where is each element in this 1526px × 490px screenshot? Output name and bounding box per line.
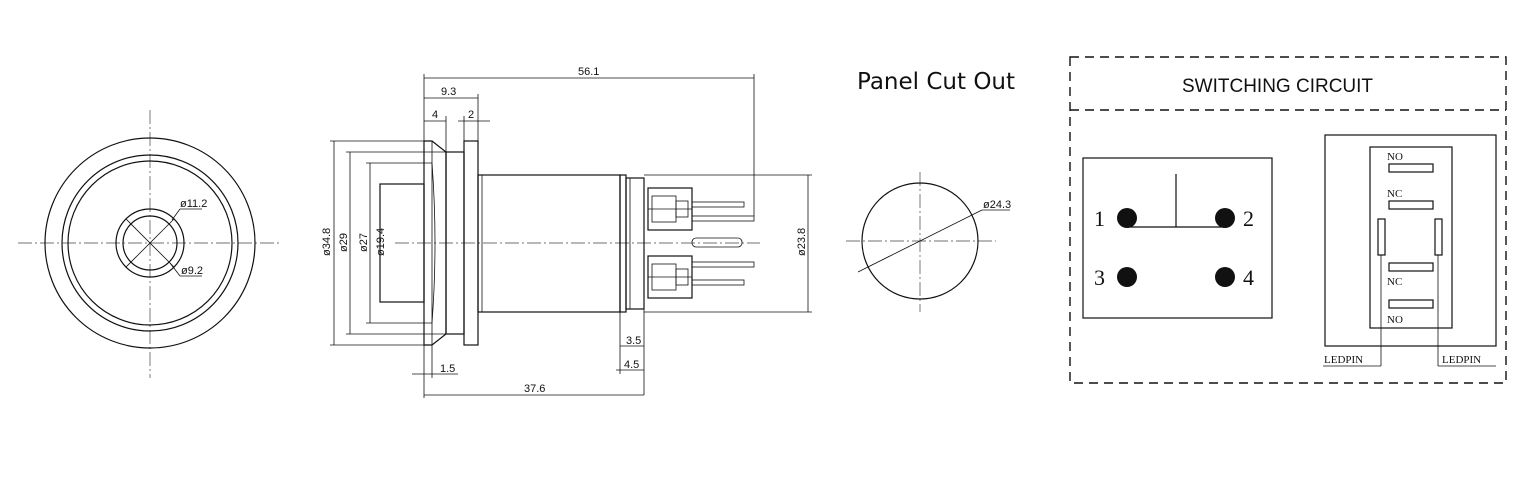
circuit-title: SWITCHING CIRCUIT xyxy=(1182,76,1373,97)
led-terminal-left xyxy=(1377,218,1386,256)
led-label-right: LEDPIN xyxy=(1442,354,1481,366)
circuit-frame xyxy=(1069,56,1507,384)
dim-label-23-8: ø23.8 xyxy=(796,228,808,256)
dim-label-37-6: 37.6 xyxy=(524,383,545,395)
dim-label-29: ø29 xyxy=(338,233,350,252)
dim-label-9-2: ø9.2 xyxy=(181,265,203,277)
cutout-circle xyxy=(861,182,979,300)
dim-label-24-3: ø24.3 xyxy=(983,199,1011,211)
leader-11-2 xyxy=(171,208,181,221)
body-profile xyxy=(477,174,621,313)
dim-label-27: ø27 xyxy=(358,233,370,252)
dim-label-4: 4 xyxy=(432,109,438,121)
contact-label-nc-top: NC xyxy=(1387,188,1402,200)
pin-label-4: 4 xyxy=(1243,265,1254,290)
dim-label-3-5: 3.5 xyxy=(626,335,641,347)
terminal-base xyxy=(1369,146,1453,329)
terminal-led xyxy=(691,237,743,248)
contact-label-no-top: NO xyxy=(1387,151,1403,163)
front-cross-2 xyxy=(125,218,175,268)
dim-label-4-5: 4.5 xyxy=(624,359,639,371)
dim-label-19-4: ø19.4 xyxy=(375,228,387,256)
leader-9-2 xyxy=(169,262,181,277)
front-bezel-circle xyxy=(61,154,239,332)
contact-label-nc-bottom: NC xyxy=(1387,276,1402,288)
dim-label-34-8: ø34.8 xyxy=(321,228,333,256)
pin-dot-1 xyxy=(1117,208,1137,228)
dim-label-11-2: ø11.2 xyxy=(180,198,207,210)
dim-label-2: 2 xyxy=(468,109,474,121)
pin-dot-2 xyxy=(1215,208,1235,228)
terminal-3 xyxy=(691,261,755,268)
front-button-circle xyxy=(115,208,185,278)
terminal-4 xyxy=(691,279,745,286)
front-view: ø11.2 ø9.2 xyxy=(18,110,282,378)
pin-dot-4 xyxy=(1215,267,1235,287)
terminal-nc-bottom xyxy=(1388,262,1434,272)
led-terminal-right xyxy=(1434,218,1443,256)
terminal-no-top xyxy=(1388,163,1434,173)
terminal-1 xyxy=(691,201,745,208)
terminal-nc-top xyxy=(1388,200,1434,210)
pin-dot-3 xyxy=(1117,267,1137,287)
pin-label-1: 1 xyxy=(1094,206,1105,231)
led-label-left: LEDPIN xyxy=(1324,354,1363,366)
side-view: 56.1 9.3 4 2 ø34.8 ø29 ø27 ø19.4 ø23.8 xyxy=(321,66,812,398)
contact-box xyxy=(1082,157,1273,319)
dim-label-56-1: 56.1 xyxy=(578,66,599,78)
terminal-2 xyxy=(691,215,755,222)
pin-label-3: 3 xyxy=(1094,265,1105,290)
panel-cutout-title: Panel Cut Out xyxy=(857,69,1015,95)
terminal-layout-box xyxy=(1324,134,1497,347)
dim-label-9-3: 9.3 xyxy=(441,86,456,98)
panel-cutout: Panel Cut Out ø24.3 xyxy=(846,69,1015,312)
front-hole-circle xyxy=(122,215,178,271)
contact-label-no-bottom: NO xyxy=(1387,314,1403,326)
cutout-leader xyxy=(857,209,983,273)
terminal-no-bottom xyxy=(1388,299,1434,309)
dim-label-1-5: 1.5 xyxy=(440,363,455,375)
front-outer-circle xyxy=(44,137,256,349)
pin-label-2: 2 xyxy=(1243,206,1254,231)
front-ring-circle xyxy=(67,160,233,326)
rear-flange xyxy=(625,177,645,310)
switching-circuit: SWITCHING CIRCUIT 1 2 3 4 NO NC NC NO LE… xyxy=(1069,56,1507,384)
